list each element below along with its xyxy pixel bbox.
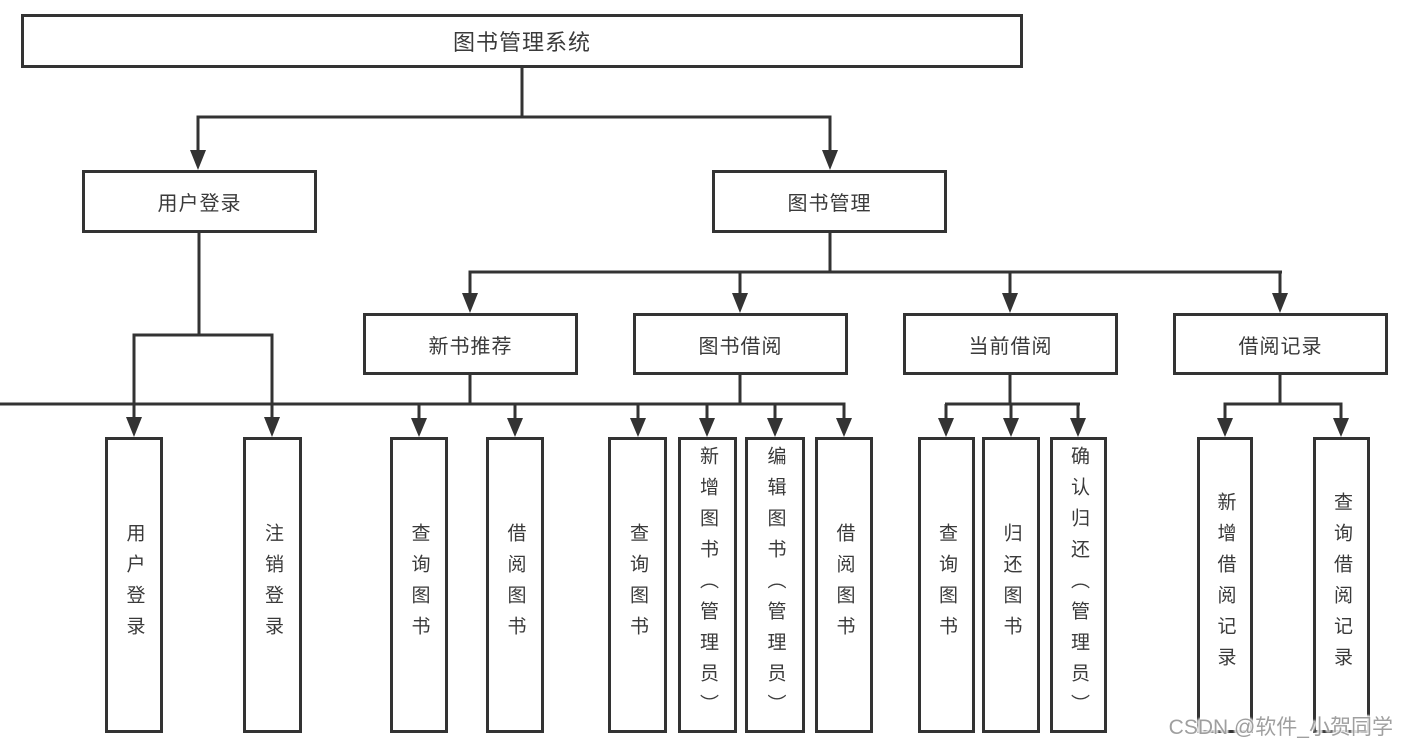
csdn-watermark: CSDN @软件_小贺同学 [1168,716,1393,739]
leaf-user-login: 用户登录 [105,437,163,733]
leaf-label: 借阅图书 [833,523,855,647]
node-label: 借阅记录 [1238,335,1323,358]
node-label: 当前借阅 [968,335,1053,358]
node-library-management-system: 图书管理系统 [21,14,1023,68]
leaf-return-books: 归还图书 [982,437,1040,733]
leaf-label: 查询图书 [936,523,957,647]
node-current-borrowing: 当前借阅 [903,313,1118,375]
node-label: 图书管理系统 [452,30,591,55]
node-borrow-records: 借阅记录 [1173,313,1388,375]
leaf-label: 查询借阅记录 [1331,492,1352,678]
node-user-login: 用户登录 [82,170,317,233]
node-label: 新书推荐 [428,335,513,358]
leaf-label: 借阅图书 [504,523,526,647]
leaf-borrow-books-recommend: 借阅图书 [486,437,544,733]
connector-borrow-records-to-leaves [1217,374,1349,437]
connector-book-management-to-level3 [462,232,1288,313]
connector-current-borrow-to-leaves [938,374,1086,437]
leaf-query-books-recommend: 查询图书 [390,437,448,733]
leaf-query-books-current: 查询图书 [918,437,975,733]
node-book-management: 图书管理 [712,170,947,233]
leaf-logout: 注销登录 [243,437,302,733]
node-label: 图书借阅 [698,335,783,358]
leaf-add-books-admin: 新增图书（管理员） [678,437,737,733]
leaf-confirm-return-admin: 确认归还（管理员） [1050,437,1107,733]
leaf-label: 新增图书（管理员） [697,445,718,725]
leaf-label: 用户登录 [123,523,145,647]
leaf-borrow-books: 借阅图书 [815,437,873,733]
leaf-query-borrow-record: 查询借阅记录 [1313,437,1370,733]
node-book-borrowing: 图书借阅 [633,313,848,375]
leaf-edit-books-admin: 编辑图书（管理员） [745,437,805,733]
leaf-label: 查询图书 [627,523,648,647]
leaf-add-borrow-record: 新增借阅记录 [1197,437,1253,733]
leaf-label: 注销登录 [262,523,283,647]
leaf-label: 新增借阅记录 [1214,492,1236,678]
connector-user-login-to-leaves [126,233,280,437]
node-label: 用户登录 [157,193,242,215]
leaf-label: 编辑图书（管理员） [764,445,786,725]
connector-book-borrow-to-leaves [0,374,852,437]
connector-root-to-level2 [190,68,838,170]
node-label: 图书管理 [787,193,872,215]
leaf-label: 归还图书 [1000,523,1022,647]
leaf-label: 查询图书 [408,523,430,647]
leaf-label: 确认归还（管理员） [1068,445,1089,725]
leaf-query-books-borrow: 查询图书 [608,437,667,733]
node-new-book-recommend: 新书推荐 [363,313,578,375]
